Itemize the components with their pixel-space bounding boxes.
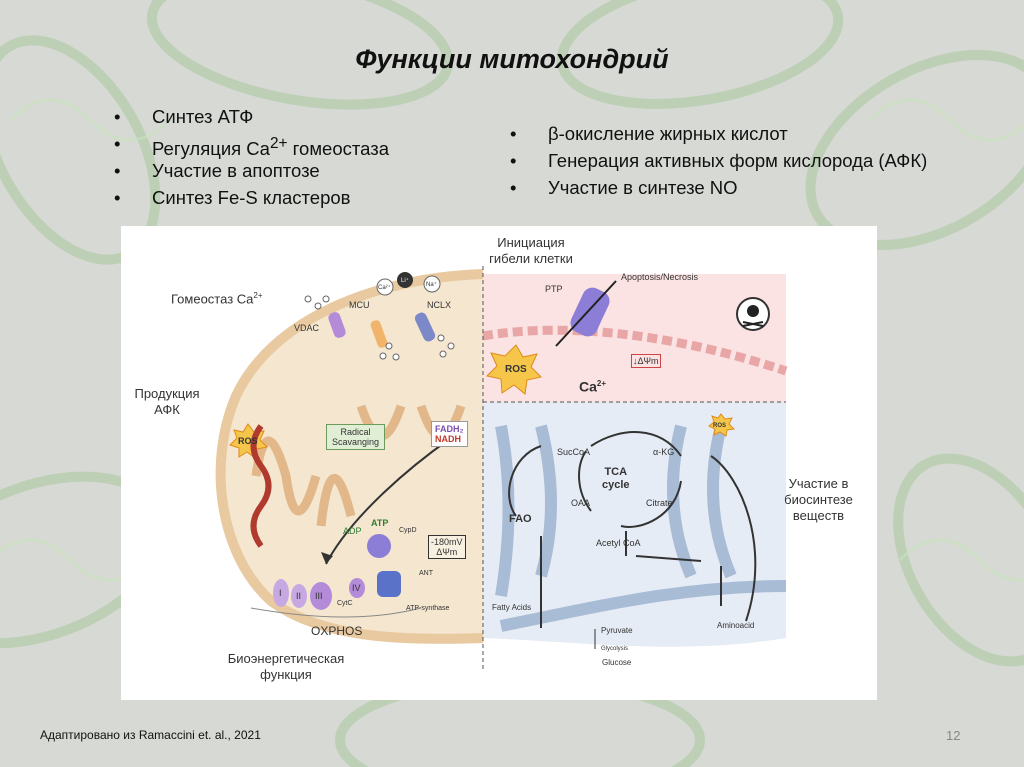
label-fadh-nadh: FADH₂ NADH bbox=[431, 421, 468, 447]
label-ros-production-line2: АФК bbox=[154, 402, 180, 417]
label-ros-production: Продукция АФК bbox=[127, 386, 207, 418]
bullet-atp-synthesis: Синтез АТФ bbox=[114, 103, 389, 130]
label-atp-synthase: ATP-synthase bbox=[406, 605, 450, 612]
label-cell-death-line2: гибели клетки bbox=[489, 251, 573, 266]
label-oxphos: OXPHOS bbox=[311, 624, 363, 638]
label-adp: ADP bbox=[343, 526, 362, 536]
label-oaa: OAA bbox=[571, 498, 591, 508]
ion-na: Na⁺ bbox=[426, 282, 437, 288]
left-bullet-list: Синтез АТФ Регуляция Ca2+ гомеостаза Уча… bbox=[114, 103, 389, 211]
label-potential-line1: -180mV bbox=[431, 537, 463, 547]
label-mcu: MCU bbox=[349, 300, 370, 310]
label-ca-release: Ca2+ bbox=[579, 378, 607, 395]
label-ros-left: ROS bbox=[238, 436, 258, 446]
bullet-beta-oxidation: β-окисление жирных кислот bbox=[510, 120, 927, 147]
label-pyruvate: Pyruvate bbox=[601, 626, 633, 635]
label-ant: ANT bbox=[419, 570, 433, 577]
label-glucose: Glucose bbox=[602, 658, 632, 667]
ion-ca: Ca²⁺ bbox=[378, 285, 391, 291]
bullet-fes-clusters: Синтез Fe-S кластеров bbox=[114, 184, 389, 211]
bullet-ros-generation: Генерация активных форм кислорода (АФК) bbox=[510, 147, 927, 174]
bullet-apoptosis: Участие в апоптозе bbox=[114, 157, 389, 184]
right-bullet-list: β-окисление жирных кислот Генерация акти… bbox=[510, 120, 927, 201]
label-cypd: CypD bbox=[399, 527, 417, 534]
label-biosynthesis-line1: Участие в bbox=[788, 476, 849, 491]
label-ca-homeostasis: Гомеостаз Ca2+ bbox=[171, 291, 263, 307]
label-complex-ii: II bbox=[296, 591, 302, 601]
label-bioenergetic-function: Биоэнергетическая функция bbox=[206, 651, 366, 683]
label-membrane-potential: -180mV ΔΨm bbox=[428, 535, 466, 559]
label-bioenergetic-line1: Биоэнергетическая bbox=[227, 651, 345, 666]
label-biosynthesis: Участие в биосинтезе веществ bbox=[766, 476, 871, 524]
label-radical-line2: Scavanging bbox=[332, 437, 380, 447]
label-complex-iv: IV bbox=[352, 583, 361, 593]
source-attribution: Адаптировано из Ramaccini et. al., 2021 bbox=[40, 728, 261, 742]
label-bioenergetic-line2: функция bbox=[260, 667, 312, 682]
page-number: 12 bbox=[946, 728, 961, 743]
label-cell-death-line1: Инициация bbox=[497, 235, 565, 250]
label-radical-line1: Radical bbox=[340, 427, 371, 437]
label-cell-death-initiation: Инициация гибели клетки bbox=[466, 235, 596, 267]
bullet-no-synthesis: Участие в синтезе NO bbox=[510, 174, 927, 201]
label-apoptosis-necrosis: Apoptosis/Necrosis bbox=[621, 272, 699, 282]
label-ros-pink: ROS bbox=[505, 364, 527, 375]
label-fao: FAO bbox=[509, 513, 532, 525]
label-aminoacid: Aminoacid bbox=[717, 621, 755, 630]
label-nclx: NCLX bbox=[427, 300, 452, 310]
label-vdac: VDAC bbox=[294, 323, 320, 333]
label-ros-production-line1: Продукция bbox=[134, 386, 200, 401]
label-glycolysis: Glycolysis bbox=[601, 646, 629, 652]
label-dpsi-drop: ↓ΔΨm bbox=[631, 354, 661, 368]
label-ros-blue: ROS bbox=[713, 423, 727, 429]
label-biosynthesis-line2: биосинтезе bbox=[784, 492, 853, 507]
bullet-ca-regulation: Регуляция Ca2+ гомеостаза bbox=[114, 130, 389, 159]
label-nadh: NADH bbox=[435, 434, 461, 444]
slide-title: Функции митохондрий bbox=[355, 44, 669, 74]
label-fadh: FADH₂ bbox=[435, 424, 464, 434]
label-cytc: CytC bbox=[337, 600, 353, 607]
label-acetyl-coa: Acetyl CoA bbox=[596, 538, 641, 548]
label-complex-iii: III bbox=[315, 591, 323, 601]
label-tca-line1: TCA bbox=[604, 466, 628, 478]
mitochondria-functions-figure: Гомеостаз Ca2+ Инициация гибели клетки П… bbox=[121, 226, 877, 700]
label-tca-cycle: TCA cycle bbox=[602, 466, 630, 492]
figure-graphics bbox=[215, 266, 788, 671]
label-radical-scavanging: Radical Scavanging bbox=[326, 424, 386, 450]
label-citrate: Citrate bbox=[646, 498, 673, 508]
label-potential-line2: ΔΨm bbox=[436, 547, 458, 557]
label-complex-i: I bbox=[279, 588, 282, 598]
label-akg: α-KG bbox=[653, 447, 675, 457]
label-succoa: SucCoA bbox=[557, 447, 591, 457]
label-ptp: PTP bbox=[545, 284, 563, 294]
label-tca-line2: cycle bbox=[602, 479, 630, 491]
label-fatty-acids: Fatty Acids bbox=[492, 603, 532, 612]
label-biosynthesis-line3: веществ bbox=[792, 508, 845, 523]
ion-li: Li⁺ bbox=[401, 278, 409, 284]
label-atp: ATP bbox=[371, 518, 389, 528]
